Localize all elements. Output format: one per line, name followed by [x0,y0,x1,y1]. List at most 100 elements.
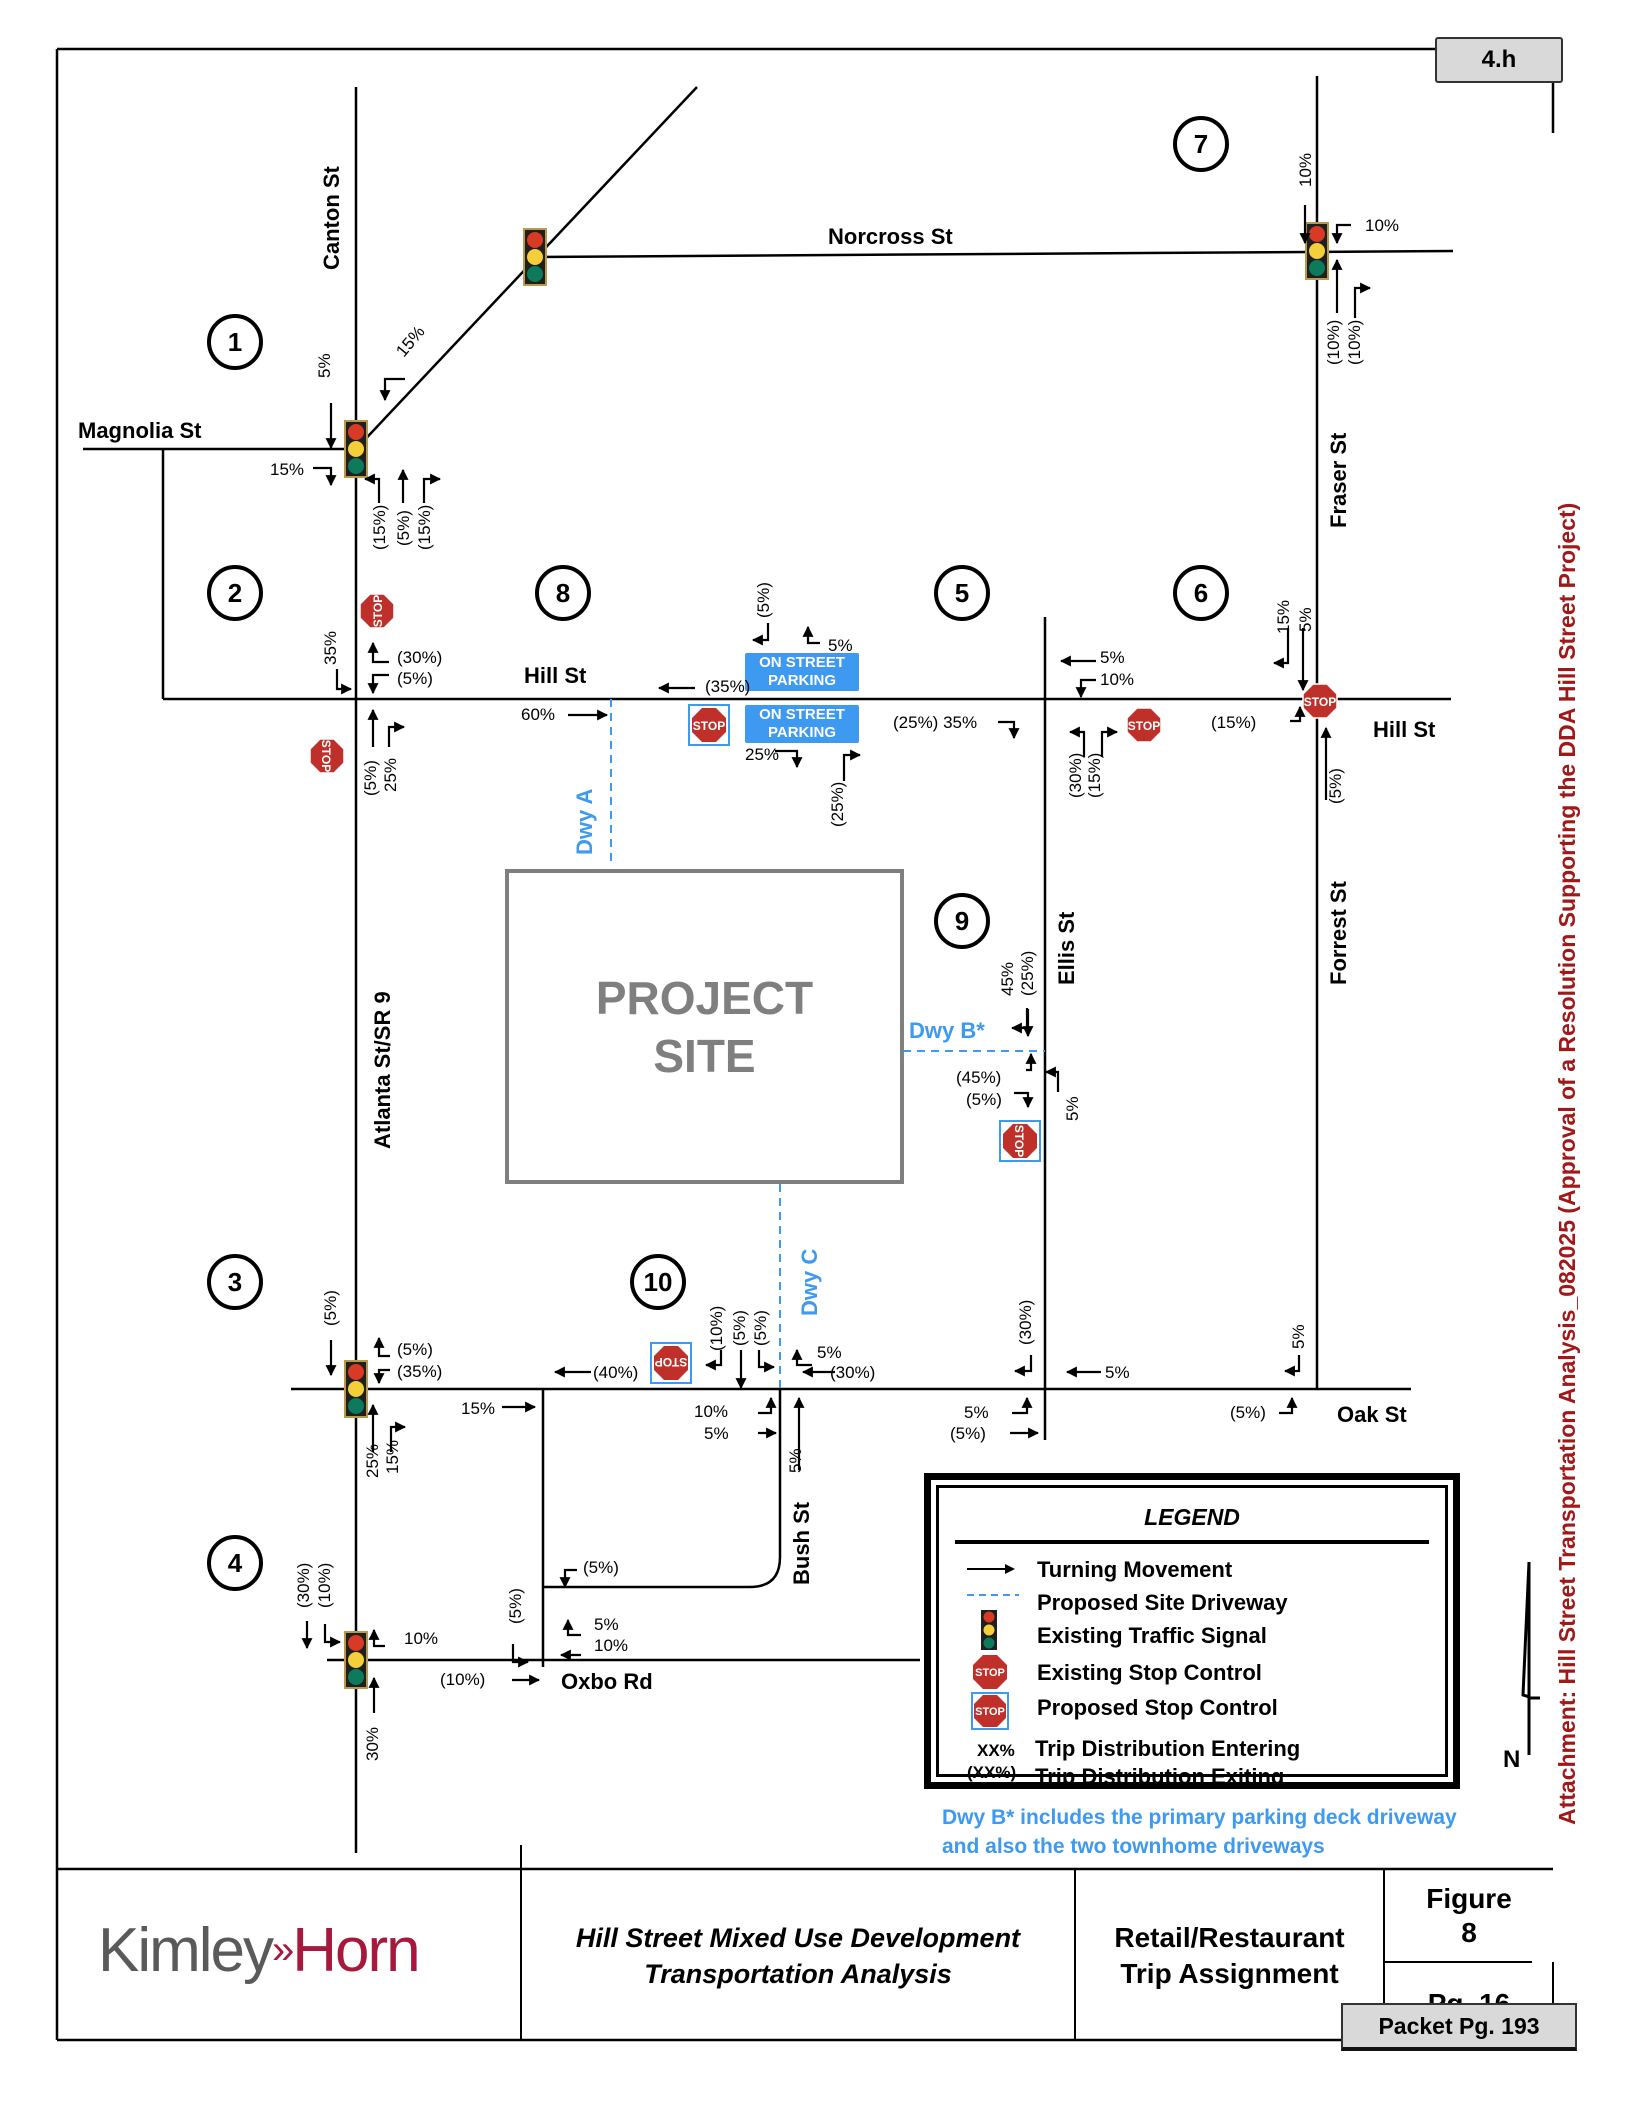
figure-label: Figure [1426,1883,1512,1914]
figure-title-line1: Retail/Restaurant [1114,1922,1345,1953]
figure-title: Retail/Restaurant Trip Assignment [1075,1920,1384,1992]
movement-label: (25%) [828,781,847,827]
turning-arrows [301,205,1372,1713]
stop-sign-icon: STOP [973,1655,1007,1689]
project-site-label-line1: PROJECT [595,972,814,1024]
movement-label: (10%) [1324,319,1343,365]
legend-item-proposed-stop: Proposed Stop Control [1037,1695,1278,1720]
street-label-fraser: Fraser St [1326,432,1351,528]
driveway-a-label: Dwy A [572,788,597,855]
intersection-marker-5: 5 [934,565,990,621]
parking-label-line2: PARKING [767,724,837,741]
intersection-marker-2: 2 [207,565,263,621]
movement-label: 15% [1274,599,1293,634]
traffic-signal-icon [981,1610,997,1650]
parking-label-line1: ON STREET [759,706,845,723]
street-label-magnolia: Magnolia St [78,418,202,443]
movement-label: (35%) [397,1362,443,1381]
footer-grid [520,1845,1554,2040]
legend-item-exiting: Trip Distribution Exiting [1035,1764,1285,1789]
movement-label: 5% [1063,1096,1082,1121]
movement-label: (10%) [315,1562,334,1608]
street-label-hill-west: Hill St [524,663,587,688]
logo-chevron-icon: » [272,1928,294,1972]
note-line2: and also the two townhome driveways [942,1835,1325,1858]
movement-label: (30%) [1016,1299,1035,1345]
intersection-marker-10: 10 [630,1254,686,1310]
movement-label: 5% [315,353,334,378]
movement-label: 10% [1365,216,1400,235]
movement-label: (5%) [583,1558,619,1577]
legend-box: LEGEND Turning Movement Proposed Site Dr… [924,1473,1460,1789]
roads [83,76,1454,1853]
figure-number-block: Figure 8 [1384,1882,1554,1950]
movement-label: 5% [704,1424,729,1443]
legend-entering-symbol: XX% [977,1741,1015,1760]
movement-label: (5%) [751,1310,770,1346]
movement-label: 10% [404,1629,439,1648]
stop-sign-icon [309,738,345,774]
on-street-parking-south: ON STREET PARKING [745,705,859,743]
road-norcross-st [534,249,1454,259]
road-bush-st [543,1389,782,1589]
movement-label: 15% [461,1399,496,1418]
movement-label: (25%) 35% [893,713,978,732]
movement-label: 5% [1289,1324,1308,1349]
movement-label: (5%) [397,669,433,688]
legend-inner-frame: LEGEND Turning Movement Proposed Site Dr… [936,1485,1448,1789]
project-title: Hill Street Mixed Use Development Transp… [521,1920,1075,1992]
movement-label: 60% [521,705,556,724]
stop-sign-icon [1126,707,1162,743]
movement-label: (10%) [707,1305,726,1351]
movement-label: 25% [381,757,400,792]
movement-label: 25% [745,745,780,764]
movement-label: (5%) [397,1340,433,1359]
movement-label: (15%) [415,504,434,550]
movement-label: 10% [594,1636,629,1655]
movement-label: 35% [321,630,340,665]
street-label-forrest: Forrest St [1326,881,1351,985]
movement-label: 5% [1100,648,1125,667]
traffic-signal-icon [523,228,547,286]
legend-item-entering: Trip Distribution Entering [1035,1736,1301,1761]
street-label-norcross: Norcross St [828,224,953,249]
traffic-signal-icon [344,1360,368,1418]
movement-label: 45% [998,961,1017,996]
movement-label: 5% [786,1448,805,1473]
traffic-signal-icon [344,420,368,478]
movement-label: 5% [594,1615,619,1634]
north-label: N [1503,1746,1521,1773]
intersection-marker-1: 1 [207,314,263,370]
note-line1: Dwy B* includes the primary parking deck… [942,1806,1457,1829]
page-frame [55,47,1555,2042]
movement-label: 25% [363,1443,382,1478]
intersection-marker-6: 6 [1173,565,1229,621]
intersection-marker-4: 4 [207,1535,263,1591]
traffic-signal-icon [344,1631,368,1689]
proposed-stop-sign-icon [688,704,730,746]
movement-label: (10%) [440,1670,486,1689]
movement-label: (5%) [1326,768,1345,804]
movement-label: 10% [1100,670,1135,689]
project-title-line2: Transportation Analysis [644,1959,952,1989]
movement-label: (5%) [321,1290,340,1326]
north-arrow-icon [1521,1561,1540,1755]
movement-label: (5%) [754,582,773,618]
figure-title-line2: Trip Assignment [1120,1958,1339,1989]
svg-text:STOP: STOP [975,1706,1005,1718]
street-label-oxbo: Oxbo Rd [561,1669,653,1694]
movement-label: (5%) [394,510,413,546]
street-label-canton: Canton St [319,166,344,270]
movement-label: (5%) [950,1424,986,1443]
movement-label: 5% [817,1343,842,1362]
movement-label: 10% [694,1402,729,1421]
movement-label: 10% [1296,152,1315,187]
movement-label: 30% [363,1726,382,1761]
movement-label: (30%) [294,1562,313,1608]
movement-label: (15%) [370,504,389,550]
figure-number: 8 [1461,1917,1477,1948]
movement-label: 5% [964,1403,989,1422]
intersection-marker-7: 7 [1173,116,1229,172]
legend-item-existing-stop: Existing Stop Control [1037,1660,1262,1685]
movement-label: 5% [1105,1363,1130,1382]
